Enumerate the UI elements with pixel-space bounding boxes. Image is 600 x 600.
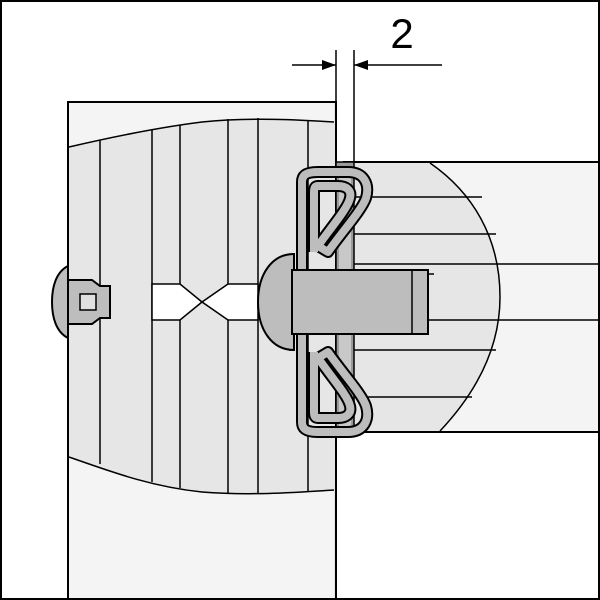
gap-dimension: 2 xyxy=(292,10,442,162)
dimension-label: 2 xyxy=(390,10,413,57)
push-rivet xyxy=(50,264,111,340)
connector-bolt xyxy=(256,252,434,352)
left-vertical-profile xyxy=(67,101,337,598)
